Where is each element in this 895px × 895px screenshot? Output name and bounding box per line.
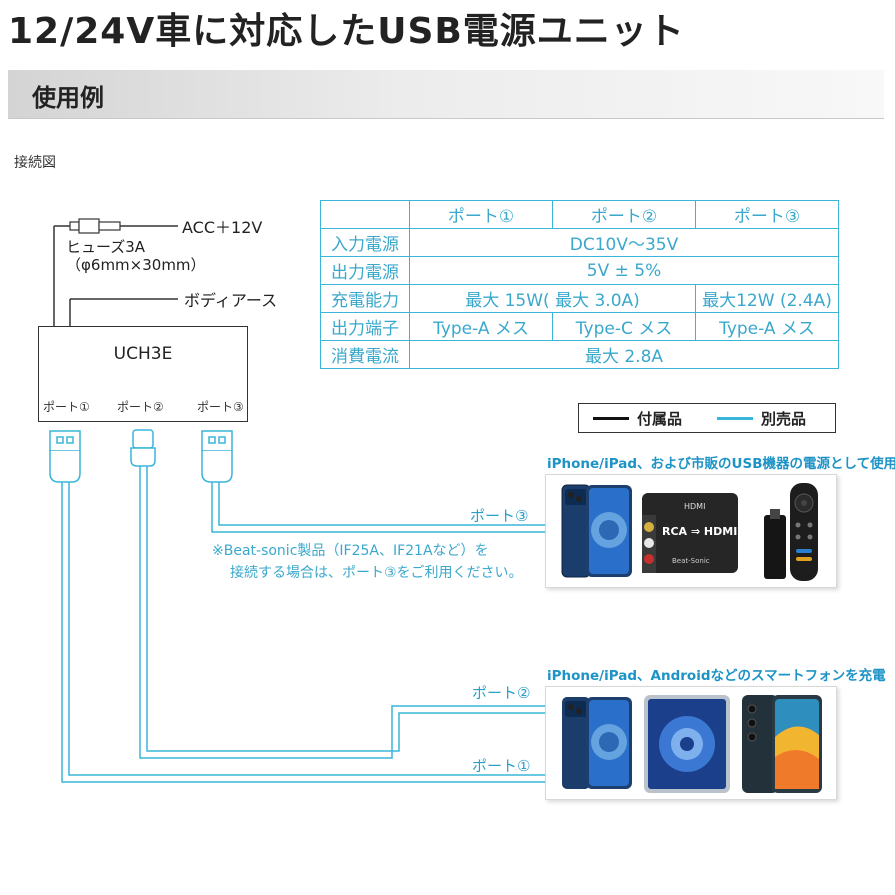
spec-row-label: 消費電流 [320, 340, 410, 369]
usb-power-unit: UCH3E ポート① ポート② ポート③ [38, 326, 248, 422]
legend: 付属品 別売品 [578, 403, 836, 433]
cable-port1-outer [61, 482, 548, 783]
unit-port3-label: ポート③ [197, 400, 244, 414]
legend-separate-swatch [717, 417, 753, 420]
converter-text-hdmi: HDMI [684, 502, 705, 511]
spec-row-label: 出力端子 [320, 312, 410, 341]
spec-cell: 5V ± 5% [409, 256, 839, 285]
spec-row-terminal: 出力端子 Type-A メス Type-C メス Type-A メス [320, 312, 839, 341]
device-images-top: HDMI RCA ⇒ HDMI Beat-Sonic [561, 483, 818, 581]
legend-included-swatch [593, 417, 629, 420]
spec-cell: Type-C メス [552, 312, 696, 341]
spec-cell: DC10V〜35V [409, 228, 839, 257]
spec-cell: 最大 2.8A [409, 340, 839, 369]
legend-included-label: 付属品 [637, 410, 683, 428]
spec-row-capacity: 充電能力 最大 15W( 最大 3.0A) 最大12W (2.4A) [320, 284, 839, 313]
spec-header-blank [320, 200, 410, 229]
legend-separate-label: 別売品 [761, 410, 807, 428]
device-panel-top: HDMI RCA ⇒ HDMI Beat-Sonic [545, 474, 837, 588]
ipad-icon [644, 695, 730, 793]
section-header: 使用例 [8, 70, 884, 119]
spec-cell: Type-A メス [695, 312, 839, 341]
android-phone-icon [742, 695, 822, 793]
spec-header-port3: ポート③ [695, 200, 839, 229]
spec-row-current: 消費電流 最大 2.8A [320, 340, 839, 369]
spec-cell: 最大12W (2.4A) [695, 284, 839, 313]
spec-row-label: 出力電源 [320, 256, 410, 285]
port3-cable-label: ポート③ [470, 507, 529, 525]
unit-port1-label: ポート① [43, 400, 90, 414]
spec-row-label: 充電能力 [320, 284, 410, 313]
fuse-icon [69, 218, 121, 234]
cable-port3-inner [218, 482, 548, 526]
section-title: 使用例 [32, 84, 104, 112]
converter-box-icon: HDMI RCA ⇒ HDMI Beat-Sonic [642, 493, 738, 573]
note-line1: ※Beat-sonic製品（IF25A、IF21Aなど）を [212, 543, 489, 559]
usb-c-plug-icon [130, 429, 156, 467]
fuse-size-label: （φ6mm×30mm） [66, 256, 206, 274]
unit-name: UCH3E [113, 344, 173, 364]
usb-cables [61, 466, 548, 783]
note-text: ※Beat-sonic製品（IF25A、IF21Aなど）を 接続する場合は、ポー… [212, 540, 523, 584]
acc-wire [53, 225, 178, 326]
diagram-label: 接続図 [14, 155, 56, 171]
iphone-icon [562, 697, 632, 789]
spec-table: ポート① ポート② ポート③ 入力電源 DC10V〜35V 出力電源 5V ± … [320, 200, 839, 369]
page-title: 12/24V車に対応したUSB電源ユニット [8, 11, 685, 52]
port2-cable-label: ポート② [472, 684, 531, 702]
device-panel-bottom [545, 686, 837, 800]
ground-label: ボディアース [184, 291, 278, 310]
cable-port2-inner [146, 466, 548, 752]
note-line2: 接続する場合は、ポート③をご利用ください。 [230, 565, 523, 581]
converter-text-brand: Beat-Sonic [672, 557, 710, 565]
spec-row-input: 入力電源 DC10V〜35V [320, 228, 839, 257]
streaming-stick-icon [764, 483, 818, 581]
fuse-label: ヒューズ3A [66, 238, 146, 256]
cable-port1-inner [68, 482, 548, 776]
iphone-icon [561, 484, 632, 578]
spec-cell: Type-A メス [409, 312, 553, 341]
spec-row-output: 出力電源 5V ± 5% [320, 256, 839, 285]
cable-port2-outer [139, 466, 548, 759]
spec-header-port1: ポート① [409, 200, 553, 229]
cable-port3-outer [211, 482, 548, 533]
unit-port2-label: ポート② [117, 400, 164, 414]
port1-cable-label: ポート① [472, 757, 531, 775]
device-images-bottom [562, 695, 822, 793]
acc-label: ACC＋12V [182, 218, 263, 237]
usb-a-plug-icon [201, 430, 233, 483]
spec-table-header: ポート① ポート② ポート③ [320, 200, 839, 229]
spec-cell: 最大 15W( 最大 3.0A) [409, 284, 696, 313]
spec-row-label: 入力電源 [320, 228, 410, 257]
usb-a-plug-icon [49, 430, 81, 483]
ground-wire [69, 298, 178, 326]
panel-top-title: iPhone/iPad、および市販のUSB機器の電源として使用 [547, 456, 895, 472]
panel-bottom-title: iPhone/iPad、Androidなどのスマートフォンを充電 [547, 668, 886, 684]
spec-header-port2: ポート② [552, 200, 696, 229]
converter-text-main: RCA ⇒ HDMI [662, 525, 737, 538]
